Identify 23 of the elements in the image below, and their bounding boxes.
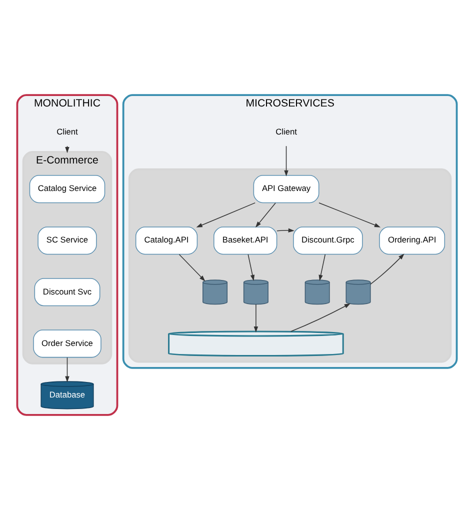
arrow <box>276 228 294 232</box>
arrow <box>178 254 206 281</box>
node-box: SC Service <box>38 226 97 254</box>
node-text: Client <box>276 126 297 136</box>
arrow <box>318 254 326 280</box>
node-box: Catalog.API <box>135 226 198 254</box>
arrow <box>196 202 256 227</box>
node-box: Ordering.API <box>379 226 446 254</box>
arrow <box>248 254 255 280</box>
node-box: Order Service <box>33 329 102 358</box>
arrow <box>370 253 404 284</box>
arrow <box>65 356 70 382</box>
node-box: Discount Svc <box>34 278 100 306</box>
arrow <box>290 302 350 332</box>
arrow <box>318 202 381 227</box>
node-box: Discount.Grpc <box>293 226 363 254</box>
arrow <box>254 304 258 332</box>
arrow <box>284 145 288 176</box>
node-box: API Gateway <box>253 174 320 203</box>
node-text: Client <box>56 126 78 136</box>
node-box: Catalog Service <box>29 174 106 203</box>
node-box: Baseket.API <box>214 226 278 254</box>
arrow <box>255 202 276 227</box>
